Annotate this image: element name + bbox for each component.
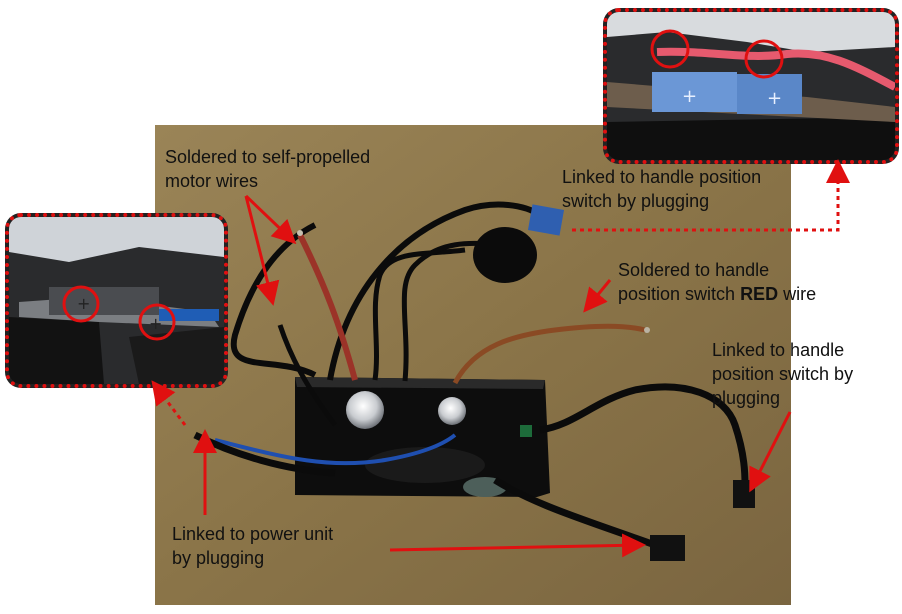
label-plug-right-line2: position switch by (712, 364, 854, 384)
blue-connector-left (652, 72, 737, 112)
label-power-unit: Linked to power unit by plugging (172, 522, 333, 570)
label-red-line2: position switch RED wire (618, 282, 816, 306)
label-handle-plug-top: Linked to handle position switch by plug… (562, 165, 761, 213)
right-inset-photo: + + (607, 12, 895, 160)
label-red-bold: RED (740, 284, 779, 304)
label-handle-plug-right: Linked to handle position switch by plug… (712, 338, 853, 410)
left-plus-2: + (149, 314, 162, 333)
label-motor-wires: Soldered to self-propelled motor wires (165, 145, 370, 193)
right-plus-1: + (682, 86, 697, 107)
controller-box (295, 377, 550, 497)
label-red-line1: Soldered to handle (618, 260, 770, 280)
label-plug-top-line1: Linked to handle position (562, 167, 762, 187)
highlight-circle (138, 303, 176, 341)
left-inset-photo: + + (9, 217, 224, 384)
label-motor-line2: motor wires (165, 171, 259, 191)
label-plug-top-line2: switch by plugging (562, 191, 710, 211)
highlight-circle (744, 39, 784, 79)
label-red-line2-pre: position switch (618, 284, 741, 304)
right-plus-2: + (767, 88, 782, 109)
label-red-wire: Soldered to handle position switch RED w… (618, 258, 816, 306)
left-plus-1: + (77, 294, 90, 313)
label-plug-right-line3: plugging (712, 388, 781, 408)
right-connector-inset: + + (603, 8, 899, 164)
label-power-line1: Linked to power unit (172, 524, 334, 544)
label-plug-right-line1: Linked to handle (712, 340, 845, 360)
label-power-line2: by plugging (172, 548, 265, 568)
highlight-circle (62, 285, 100, 323)
blue-connector-right (737, 74, 802, 114)
highlight-circle (650, 29, 690, 69)
label-red-line2-post: wire (778, 284, 817, 304)
left-connector-inset: + + (5, 213, 228, 388)
label-motor-line1: Soldered to self-propelled (165, 147, 371, 167)
